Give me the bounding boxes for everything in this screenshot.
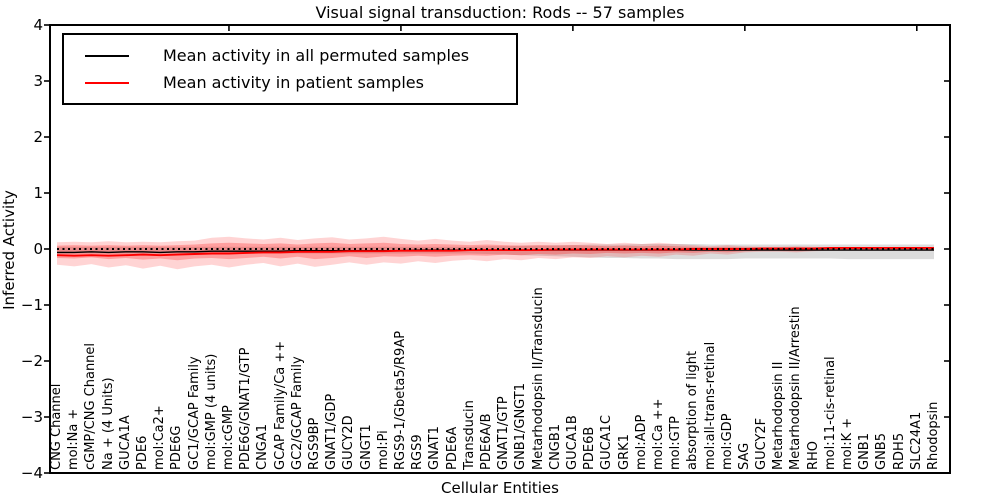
x-category-label: Metarhodopsin II/Transducin <box>530 287 546 470</box>
x-category-label: CNGB1 <box>547 423 563 470</box>
x-category-label: mol:11-cis-retinal <box>822 356 838 470</box>
x-category-label: mol:ADP <box>633 414 649 470</box>
x-category-label: mol:Na + <box>66 408 82 470</box>
x-category-label: Na + (4 Units) <box>100 377 116 470</box>
x-category-label: GC2/GCAP Family <box>289 356 305 470</box>
x-category-label: GUCA1A <box>117 415 133 470</box>
x-category-label: GNAT1/GDP <box>324 393 340 470</box>
x-category-label: CNG Channel <box>49 383 64 470</box>
x-category-label: PDE6B <box>582 426 598 470</box>
x-category-label: CNGA1 <box>255 423 271 470</box>
x-category-label: GNAT1 <box>427 426 443 470</box>
legend-box: Mean activity in all permuted samples Me… <box>62 33 518 105</box>
x-category-label: PDE6G/GNAT1/GTP <box>238 347 254 470</box>
legend-line-sample-red <box>85 81 129 84</box>
x-category-label: GNGT1 <box>358 424 374 470</box>
x-category-label: RGS9BP <box>306 417 322 470</box>
x-category-label: mol:K + <box>840 417 855 470</box>
x-category-label: cGMP/CNG Channel <box>83 342 99 470</box>
y-tick-label: −2 <box>20 352 43 370</box>
legend-label: Mean activity in patient samples <box>163 73 424 92</box>
y-tick-label: −1 <box>20 296 43 314</box>
band-permuted-samples-range <box>57 244 934 260</box>
x-category-label: GNB1 <box>857 433 873 470</box>
x-category-label: mol:Ca ++ <box>650 398 666 470</box>
x-category-label: SAG <box>736 442 752 470</box>
x-category-label: PDE6A <box>444 426 460 470</box>
band-patient-samples-outer-range <box>57 236 934 270</box>
y-tick-label: 2 <box>33 128 43 146</box>
x-category-label: GCAP Family/Ca ++ <box>272 340 288 470</box>
x-category-label: absorption of light <box>685 350 701 470</box>
x-category-label: PDE6G <box>169 425 185 470</box>
legend-label: Mean activity in all permuted samples <box>163 46 470 65</box>
x-category-label: RDH5 <box>891 432 907 470</box>
x-category-label: SLC24A1 <box>908 411 924 470</box>
x-category-label: GNB5 <box>874 433 890 470</box>
x-category-label: mol:Ca2+ <box>152 405 168 470</box>
y-tick-label: 4 <box>33 16 43 34</box>
y-tick-label: −4 <box>20 464 43 482</box>
x-category-label: GNB1/GNGT1 <box>513 383 529 470</box>
legend-line-sample-black <box>85 54 129 57</box>
chart-title: Visual signal transduction: Rods -- 57 s… <box>315 3 685 22</box>
legend-entry-patient: Mean activity in patient samples <box>85 69 516 96</box>
x-category-label: GUCA1B <box>564 415 580 470</box>
y-tick-label: 0 <box>33 240 43 258</box>
y-tick-label: 3 <box>33 72 43 90</box>
x-category-label: GNAT1/GTP <box>496 396 512 470</box>
x-category-label: PDE6 <box>135 435 150 470</box>
y-tick-label: −3 <box>20 408 43 426</box>
x-category-label: Transducin <box>461 400 477 470</box>
x-category-label: RGS9-1/Gbeta5/R9AP <box>392 330 408 470</box>
x-category-label: mol:cGMP <box>221 405 236 470</box>
x-category-label: GUCY2F <box>754 417 769 470</box>
x-category-label: mol:GDP <box>719 413 735 470</box>
x-category-label: Metarhodopsin II <box>771 361 787 470</box>
x-category-label: mol:Pi <box>375 430 391 470</box>
series-line <box>56 246 934 257</box>
x-category-label: RHO <box>805 440 821 470</box>
x-category-label: mol:GTP <box>668 416 684 470</box>
x-category-label: GC1/GCAP Family <box>186 356 202 470</box>
x-category-label: GUCY2D <box>341 415 357 470</box>
x-category-label: mol:GMP (4 units) <box>203 353 219 470</box>
x-category-label: RGS9 <box>410 434 426 470</box>
x-category-label: Metarhodopsin II/Arrestin <box>788 306 804 470</box>
x-category-label: mol:all-trans-retinal <box>702 341 718 470</box>
legend-entry-permuted: Mean activity in all permuted samples <box>85 42 516 69</box>
x-category-label: GUCA1C <box>599 415 615 470</box>
x-category-label: GRK1 <box>616 434 632 470</box>
band-patient-samples-inner-range <box>57 242 934 261</box>
y-tick-label: 1 <box>33 184 43 202</box>
x-category-label: Rhodopsin <box>926 401 941 470</box>
x-category-label: PDE6A/B <box>478 413 494 470</box>
x-axis-label: Cellular Entities <box>441 479 559 497</box>
